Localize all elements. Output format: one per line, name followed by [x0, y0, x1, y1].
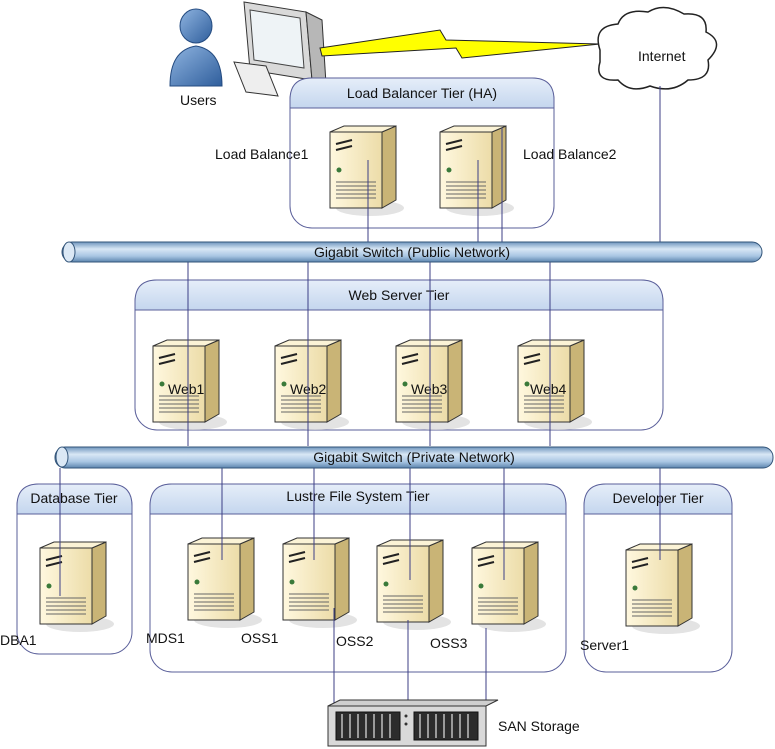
- web-server-tier-title: Web Server Tier: [349, 287, 450, 303]
- server1-server-icon: [625, 543, 701, 635]
- public-switch-label: Gigabit Switch (Public Network): [314, 244, 510, 260]
- internet-label: Internet: [638, 48, 686, 64]
- user-icon: [169, 8, 223, 87]
- load-balance1-label: Load Balance1: [215, 146, 309, 162]
- private-switch: Gigabit Switch (Private Network): [54, 446, 774, 469]
- oss2-server-icon: [376, 539, 452, 631]
- connection-lines: [59, 128, 661, 706]
- oss1-server-icon: [282, 537, 358, 629]
- users-label: Users: [180, 92, 217, 108]
- lustre-tier-title: Lustre File System Tier: [286, 488, 429, 504]
- connection-bolt: [319, 29, 601, 59]
- oss3-server-icon: [471, 541, 547, 633]
- private-switch-label: Gigabit Switch (Private Network): [313, 449, 515, 465]
- internet-cloud: Internet: [597, 6, 718, 90]
- oss3-label: OSS3: [430, 635, 468, 651]
- san-storage-icon: [327, 699, 499, 747]
- oss2-label: OSS2: [336, 633, 374, 649]
- developer-tier-title: Developer Tier: [612, 490, 703, 506]
- monitor-icon: [233, 1, 327, 97]
- mds1-label: MDS1: [146, 630, 185, 646]
- web4-label: Web4: [530, 381, 567, 397]
- dba1-label: DBA1: [0, 632, 37, 648]
- load-balance1-server-icon: [329, 125, 405, 217]
- database-tier-title: Database Tier: [30, 490, 117, 506]
- load-balance2-label: Load Balance2: [523, 146, 617, 162]
- web3-label: Web3: [411, 381, 448, 397]
- mds1-server-icon: [187, 537, 263, 629]
- load-balance2-server-icon: [439, 125, 515, 217]
- public-switch: Gigabit Switch (Public Network): [61, 241, 763, 263]
- oss1-label: OSS1: [241, 630, 279, 646]
- load-balancer-tier-title: Load Balancer Tier (HA): [347, 85, 497, 101]
- users-group: Users: [169, 1, 327, 108]
- server1-label: Server1: [580, 637, 629, 653]
- web1-label: Web1: [168, 381, 205, 397]
- dba1-server-icon: [39, 541, 115, 633]
- san-storage-label: SAN Storage: [498, 718, 580, 734]
